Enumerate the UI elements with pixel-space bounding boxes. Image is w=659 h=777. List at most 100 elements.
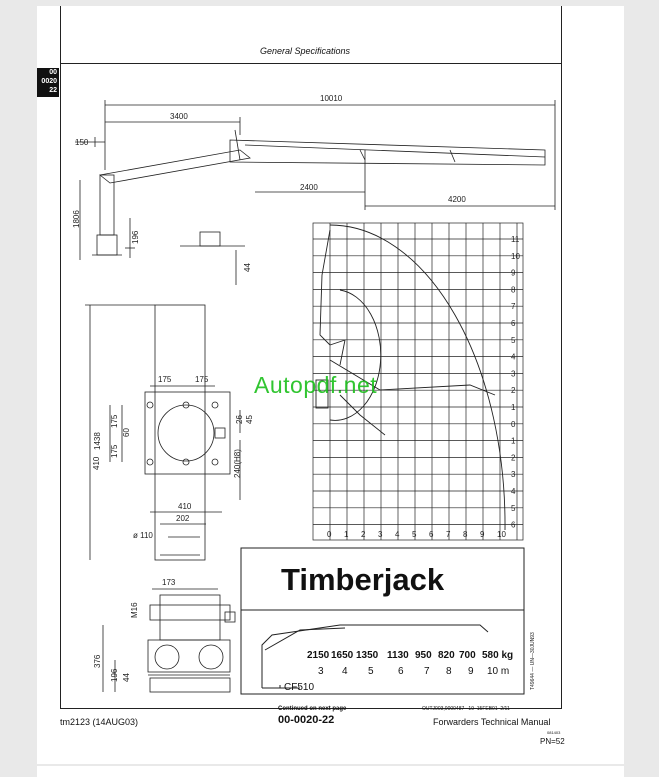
section-tab: 00 0020 22 — [37, 68, 59, 97]
reach-4: 7 — [424, 666, 430, 677]
dim-1806: 1806 — [72, 210, 81, 228]
dim-196-side: 196 — [110, 668, 119, 682]
watermark: Autopdf.net — [254, 372, 378, 398]
section-tab-line1: 00 — [49, 69, 57, 76]
header-rule-left — [60, 6, 61, 64]
dim-175c: 175 — [110, 414, 119, 428]
grid-x-label: 1 — [344, 530, 349, 539]
grid-y-label: 9 — [511, 269, 516, 278]
content-frame — [60, 64, 562, 709]
grid-x-label: 8 — [463, 530, 468, 539]
reach-envelope — [315, 224, 506, 531]
grid-y-label: 1 — [511, 437, 516, 446]
dim-202: 202 — [176, 514, 190, 523]
grid-y-label: 11 — [511, 235, 520, 244]
base-side-view — [102, 588, 236, 693]
dim-4200: 4200 — [448, 195, 466, 204]
grid-y-label: 4 — [511, 353, 516, 362]
base-plan-view — [85, 304, 241, 561]
grid-x-label: 7 — [446, 530, 451, 539]
capacity-6: 700 — [459, 650, 476, 661]
grid-x-label: 6 — [429, 530, 434, 539]
dim-45: 45 — [245, 415, 254, 424]
footer-code: 081403 — [547, 730, 561, 735]
dim-10010: 10010 — [320, 94, 343, 103]
next-page-edge — [37, 766, 624, 777]
grid-y-label: 10 — [511, 252, 520, 261]
grid-y-label: 0 — [511, 420, 516, 429]
manual-page — [37, 6, 624, 764]
brand-logo-text: Timberjack — [281, 562, 445, 597]
dim-376: 376 — [93, 654, 102, 668]
reference-code: OUTJ003,0000487 –19–15FEB01–2/11 — [422, 706, 510, 712]
grid-x-label: 9 — [480, 530, 485, 539]
capacity-0: 2150 — [307, 650, 330, 661]
grid-y-label: 5 — [511, 336, 516, 345]
grid-x-label: 3 — [378, 530, 383, 539]
grid-y-label: 3 — [511, 369, 516, 378]
reach-1: 4 — [342, 666, 348, 677]
reach-5: 8 — [446, 666, 452, 677]
dim-m16: M16 — [130, 602, 139, 618]
model-label: CF510 — [284, 682, 314, 693]
manual-id: tm2123 (14AUG03) — [60, 717, 139, 727]
reach-3: 6 — [398, 666, 404, 677]
reach-grid — [312, 222, 524, 541]
dim-410-horiz: 410 — [178, 502, 192, 511]
capacity-2: 1350 — [356, 650, 379, 661]
capacity-5: 820 — [438, 650, 455, 661]
grid-y-label: 2 — [511, 453, 516, 462]
manual-title: Forwarders Technical Manual — [433, 717, 551, 727]
dim-410-vert: 410 — [92, 456, 101, 470]
dim-26: 26 — [235, 415, 244, 424]
dim-175b: 175 — [195, 375, 209, 384]
capacity-7: 580 kg — [482, 650, 513, 661]
brand-box — [240, 547, 525, 695]
dim-1438: 1438 — [93, 432, 102, 450]
crane-side-view — [75, 100, 556, 260]
dim-60: 60 — [122, 428, 131, 437]
grid-y-label: 7 — [511, 302, 516, 311]
reach-0: 3 — [318, 666, 324, 677]
dim-150: 150 — [75, 138, 89, 147]
grid-y-label: 8 — [511, 285, 516, 294]
pn-number: PN=52 — [540, 737, 565, 746]
page-number: 00-0020-22 — [278, 714, 335, 726]
header-underline — [60, 63, 562, 64]
bracket-detail — [180, 231, 245, 285]
dim-2400: 2400 — [300, 183, 318, 192]
grid-y-label: 4 — [511, 487, 516, 496]
capacity-4: 950 — [415, 650, 432, 661]
grid-y-label: 5 — [511, 504, 516, 513]
continued-note: Continued on next page — [278, 706, 347, 712]
grid-y-label: 1 — [511, 403, 516, 412]
reach-6: 9 — [468, 666, 474, 677]
dim-175d: 175 — [110, 444, 119, 458]
dim-dia110: ø 110 — [133, 531, 153, 540]
grid-x-label: 10 — [497, 530, 506, 539]
grid-x-label: 2 — [361, 530, 366, 539]
reach-7: 10 m — [487, 666, 509, 677]
grid-y-label: 6 — [511, 319, 516, 328]
capacity-1: 1650 — [331, 650, 354, 661]
grid-x-label: 4 — [395, 530, 400, 539]
section-tab-line2: 0020 — [41, 78, 57, 85]
capacity-3: 1130 — [387, 650, 409, 661]
dim-173: 173 — [162, 578, 176, 587]
grid-border — [312, 222, 524, 541]
dim-3400: 3400 — [170, 112, 188, 121]
figure-code: T49644 — UN—30JUN93 — [530, 632, 536, 690]
reach-2: 5 — [368, 666, 374, 677]
dim-196: 196 — [131, 230, 140, 244]
grid-x-label: 5 — [412, 530, 417, 539]
dim-175a: 175 — [158, 375, 172, 384]
dim-240h8: 240(H8) — [233, 449, 242, 478]
dim-44: 44 — [243, 263, 252, 272]
header-rule-right — [561, 6, 562, 64]
grid-x-label: 0 — [327, 530, 332, 539]
dim-44-side: 44 — [122, 673, 131, 682]
grid-y-label: 3 — [511, 470, 516, 479]
grid-y-label: 2 — [511, 386, 516, 395]
grid-y-label: 6 — [511, 521, 516, 530]
